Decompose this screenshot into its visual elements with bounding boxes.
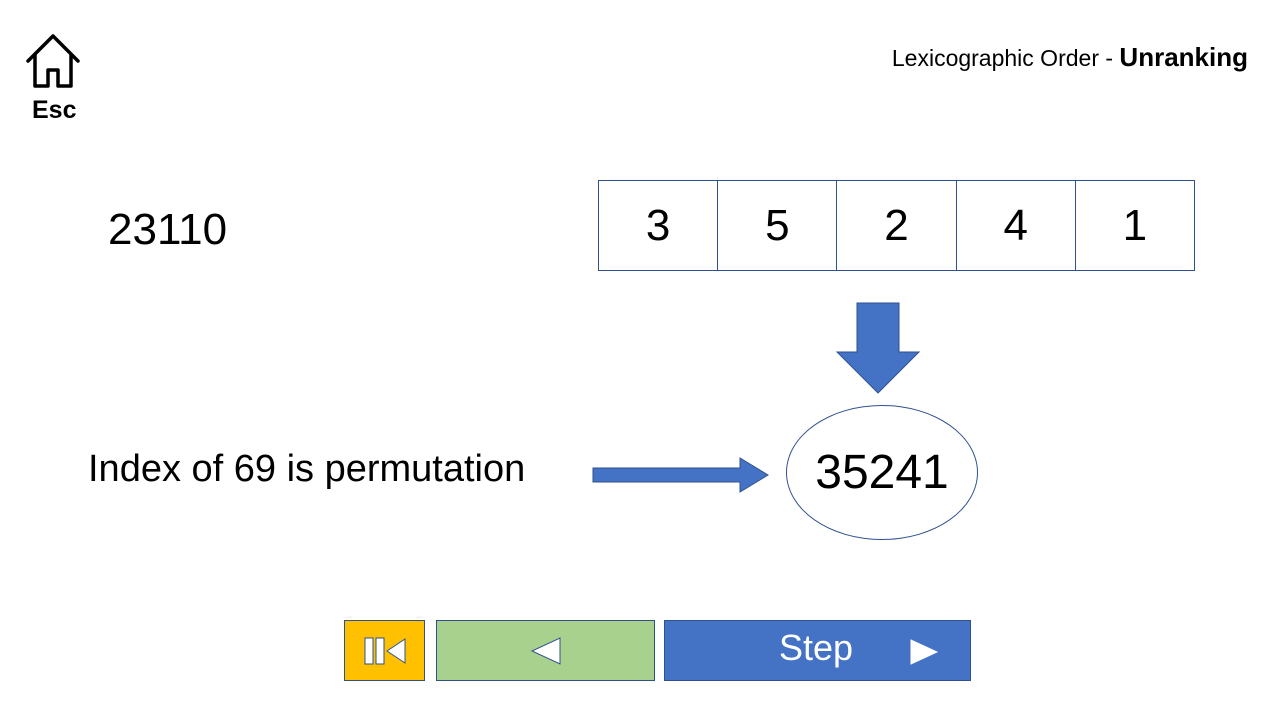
code-value: 23110 xyxy=(108,205,228,254)
step-label: Step xyxy=(779,627,854,668)
title-prefix: Lexicographic Order - xyxy=(891,45,1120,71)
triangle-right-icon xyxy=(910,639,939,665)
permutation-array: 3 5 2 4 1 xyxy=(598,180,1195,271)
reset-button[interactable] xyxy=(344,620,425,681)
triangle-left-icon xyxy=(530,636,560,665)
permutation-cell: 3 xyxy=(599,181,719,270)
step-button[interactable]: Step xyxy=(664,620,971,681)
back-button[interactable] xyxy=(436,620,655,681)
permutation-cell: 1 xyxy=(1122,200,1148,250)
home-icon xyxy=(26,34,80,88)
esc-label: Esc xyxy=(32,96,77,124)
title-emphasis: Unranking xyxy=(1119,42,1248,72)
permutation-cell: 2 xyxy=(837,181,957,270)
permutation-cell: 4 xyxy=(957,181,1076,270)
right-arrow-icon xyxy=(592,457,769,493)
index-label: Index of 69 is permutation xyxy=(88,448,526,490)
result-value: 35241 xyxy=(815,446,949,499)
result-ellipse: 35241 xyxy=(786,405,978,540)
skip-to-start-icon xyxy=(364,637,405,664)
home-esc-button[interactable]: Esc xyxy=(20,28,86,128)
page-title: Lexicographic Order - Unranking xyxy=(892,42,1248,73)
down-arrow-icon xyxy=(835,302,921,394)
permutation-cell: 5 xyxy=(718,181,838,270)
